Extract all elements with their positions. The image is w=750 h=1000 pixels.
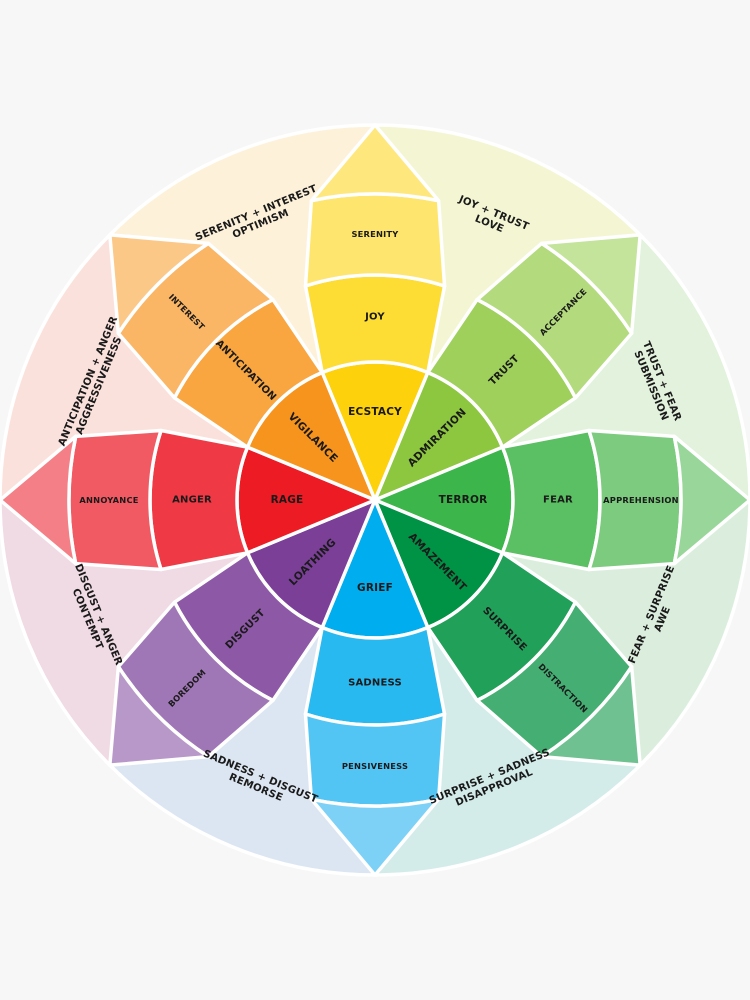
petal-band-boredom-tip (108, 664, 211, 767)
emotion-label-joy: JOY (364, 312, 385, 323)
emotion-label-annoyance: ANNOYANCE (79, 495, 138, 505)
emotion-label-terror: TERROR (439, 494, 488, 506)
emotion-label-fear: FEAR (543, 495, 573, 506)
emotion-label-apprehension: APPREHENSION (603, 495, 679, 505)
petal-band-distraction-tip (539, 664, 642, 767)
emotion-label-pensiveness: PENSIVENESS (342, 761, 408, 771)
petal-band-pensiveness-tip (309, 797, 441, 877)
petal-band-joy (303, 273, 447, 375)
emotion-label-serenity: SERENITY (352, 229, 400, 239)
emotion-label-anger: ANGER (172, 495, 212, 506)
petal-band-interest-tip (108, 233, 211, 336)
petal-band-pensiveness (303, 712, 447, 808)
emotion-label-ecstacy: ECSTACY (348, 406, 402, 418)
emotion-label-rage: RAGE (271, 494, 304, 506)
emotion-label-sadness: SADNESS (348, 678, 402, 689)
petal-band-sadness (303, 625, 447, 727)
petal-layer (0, 123, 750, 877)
petal-band-serenity-tip (309, 123, 441, 203)
petal-band-apprehension-tip (672, 434, 750, 566)
petal-band-annoyance-tip (0, 434, 78, 566)
petal-band-serenity (303, 192, 447, 288)
petal-band-acceptance-tip (539, 233, 642, 336)
emotion-label-grief: GRIEF (357, 582, 393, 594)
